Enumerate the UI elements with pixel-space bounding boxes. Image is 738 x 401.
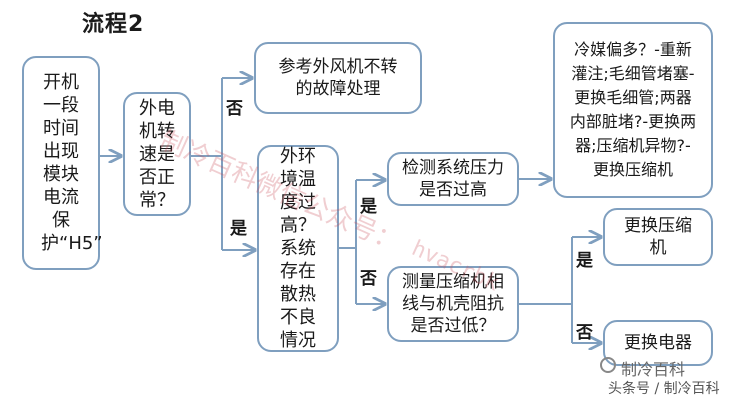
node-replace-compressor-text: 更换压缩机 [624,216,692,258]
node-fan-fault-text: 参考外风机不转的故障处理 [278,57,398,99]
node-replace-board: 更换电器 [603,320,713,366]
logo-icon [600,357,616,373]
node-refrigerant-text: 冷媒偏多？-重新灌注;毛细管堵塞-更换毛细管;两器内部脏堵?-更换两器;压缩机异… [569,40,697,179]
node-fan-speed: 外电机转速是否正常？ [123,92,191,216]
node-replace-compressor: 更换压缩机 [603,208,713,266]
node-refrigerant: 冷媒偏多？-重新灌注;毛细管堵塞-更换毛细管;两器内部脏堵?-更换两器;压缩机异… [553,22,713,198]
node-resistance: 测量压缩机相线与机壳阻抗是否过低？ [387,266,519,342]
node-start: 开机一段时间出现模块电流保护“H5” [22,56,103,270]
flow-title: 流程2 [82,12,145,37]
footer-logo-text: 制冷百科 [621,360,686,379]
node-fan-speed-text: 外电机转速是否正常？ [139,97,175,211]
label-no-1: 否 [226,99,243,119]
label-no-3: 否 [576,323,593,343]
node-ambient-text: 外环境温度过高？系统存在散热不良情况 [280,146,316,351]
node-pressure: 检测系统压力是否过高 [387,152,519,206]
node-resistance-text: 测量压缩机相线与机壳阻抗是否过低？ [402,272,504,336]
node-fan-fault: 参考外风机不转的故障处理 [254,42,422,114]
label-yes-2: 是 [360,197,377,217]
label-no-2: 否 [360,269,377,289]
label-yes-3: 是 [576,251,593,271]
node-replace-board-text: 更换电器 [624,333,692,353]
label-yes-1: 是 [230,219,247,239]
footer-source: 头条号 / 制冷百科 [608,381,720,397]
node-pressure-text: 检测系统压力是否过高 [402,158,504,200]
node-ambient: 外环境温度过高？系统存在散热不良情况 [257,145,339,352]
node-start-text: 开机一段时间出现模块电流保护“H5” [41,72,103,254]
